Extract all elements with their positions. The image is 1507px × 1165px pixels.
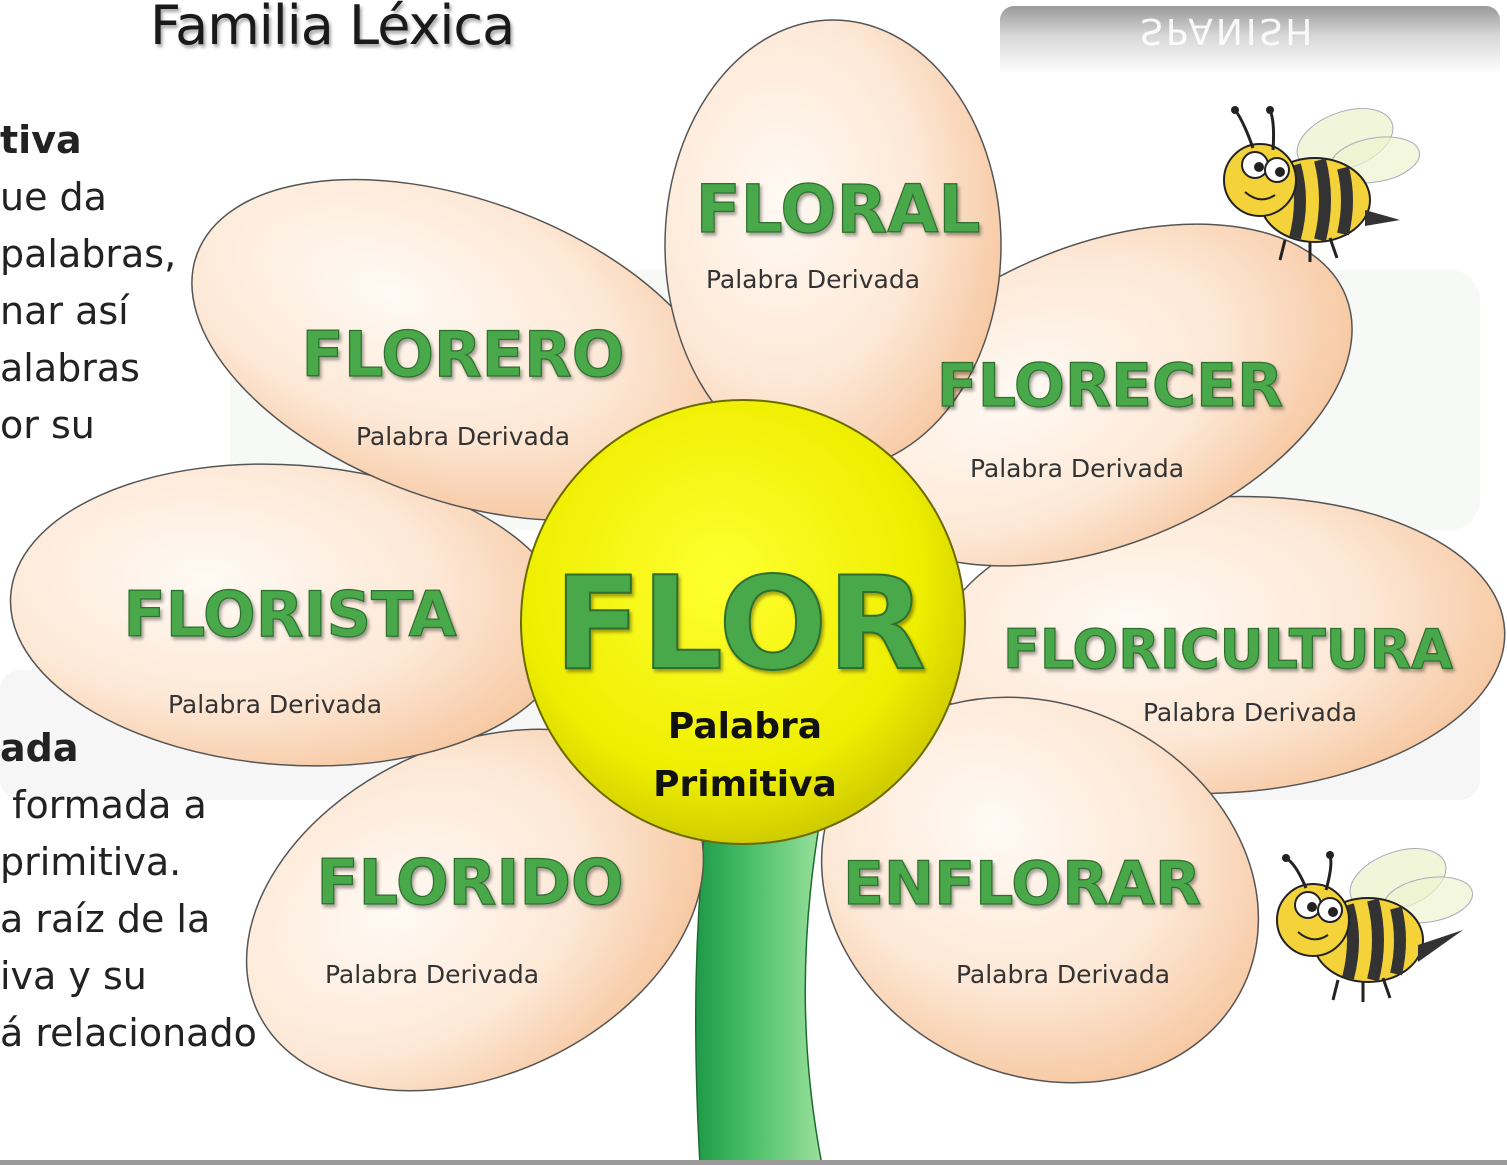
derived-definition-line: á relacionado [0,1011,257,1055]
primitive-definition-heading: tiva [0,118,82,162]
petal-word-florecer: FLORECER [937,351,1284,421]
petal-word-florido: FLORIDO [316,846,623,919]
petal-word-enflorar: ENFLORAR [843,849,1201,919]
primitive-definition-line: palabras, [0,232,177,276]
petal-word-florero: FLORERO [302,318,625,391]
primitive-definition-line: or su [0,403,95,447]
derived-definition-text: ada formada a primitiva. a raíz de la iv… [0,720,257,1062]
petal-label-florista: Palabra Derivada [168,690,382,719]
bottom-divider [0,1160,1507,1165]
center-label-line2: Primitiva [653,764,837,805]
petal-label-enflorar: Palabra Derivada [956,960,1170,989]
brand-banner: SPANISH [1000,6,1500,74]
petal-word-floricultura: FLORICULTURA [1003,618,1453,681]
derived-definition-line: a raíz de la [0,897,211,941]
derived-definition-heading: ada [0,726,79,770]
derived-definition-line: iva y su [0,954,147,998]
flower-center [520,399,966,845]
petal-word-florista: FLORISTA [123,578,456,651]
petal-label-florecer: Palabra Derivada [970,454,1184,483]
primitive-definition-line: alabras [0,346,140,390]
page-title: Familia Léxica [150,0,515,57]
center-label-line1: Palabra [668,706,822,747]
primitive-definition-line: nar así [0,289,129,333]
primitive-definition-line: ue da [0,175,107,219]
petal-label-floricultura: Palabra Derivada [1143,698,1357,727]
flower-stem [694,819,823,1165]
bee-icon [1276,848,1473,1002]
petal-word-floral: FLORAL [696,171,981,248]
petal-label-florido: Palabra Derivada [325,960,539,989]
derived-definition-line: primitiva. [0,840,182,884]
petal-label-floral: Palabra Derivada [706,265,920,294]
center-word: FLOR [554,550,926,699]
petal-label-florero: Palabra Derivada [356,422,570,451]
primitive-definition-text: tiva ue da palabras, nar así alabras or … [0,112,176,454]
derived-definition-line: formada a [0,783,207,827]
bee-icon [1223,106,1420,262]
